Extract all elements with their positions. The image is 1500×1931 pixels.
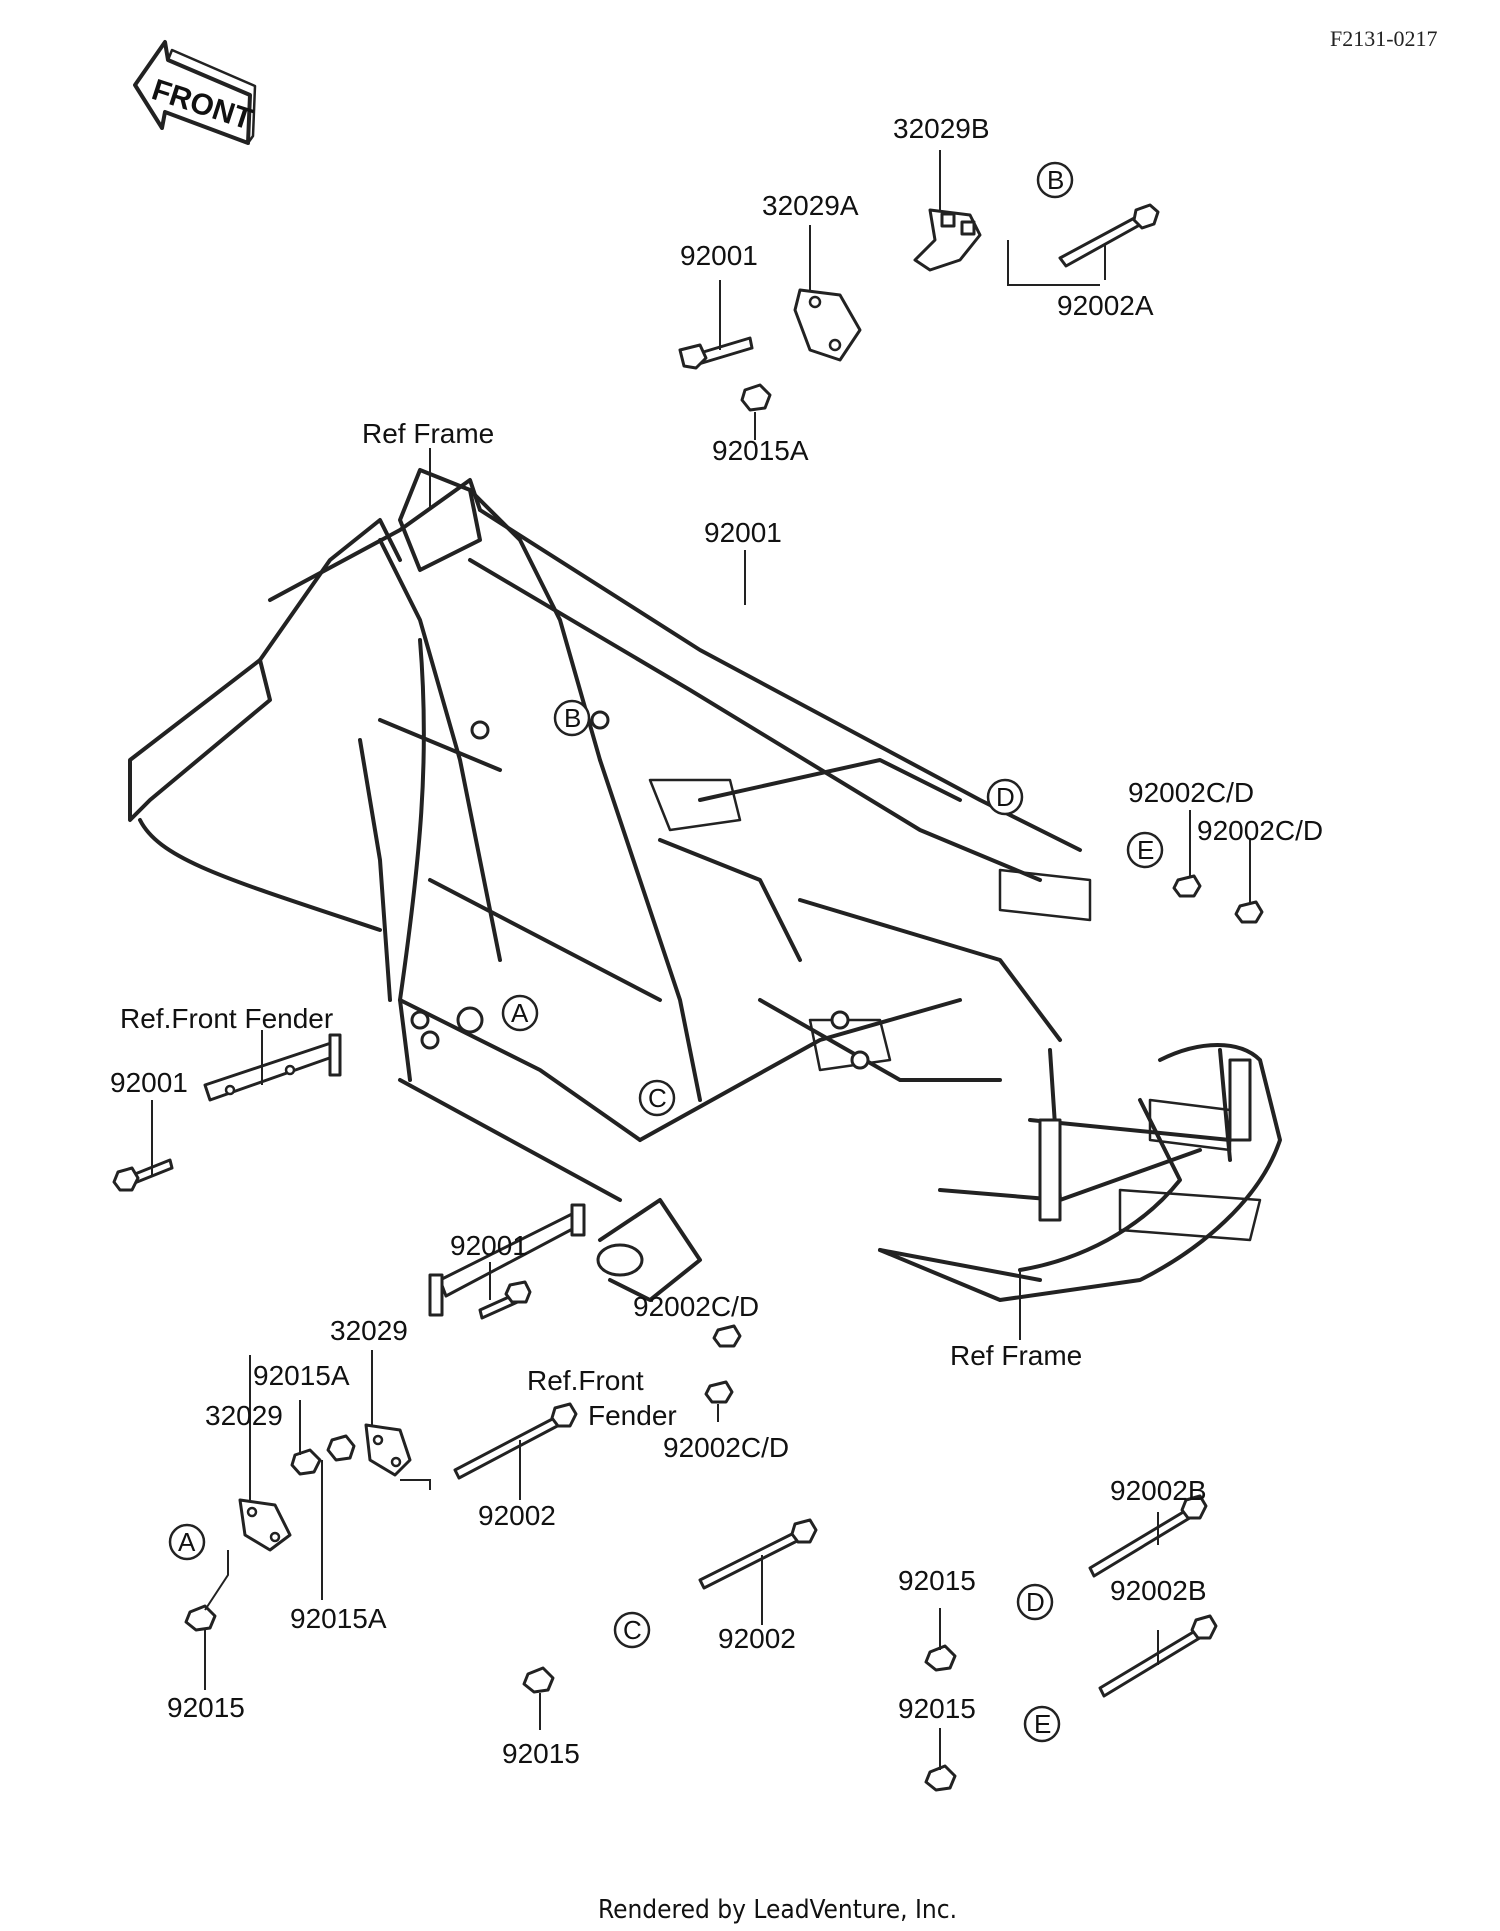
label-ref-frame-top: Ref Frame	[362, 418, 494, 449]
svg-text:E: E	[1137, 835, 1154, 865]
main-frame-drawing	[128, 468, 1092, 1302]
front-arrow-icon: FRONT	[133, 40, 256, 145]
svg-text:D: D	[1026, 1587, 1045, 1617]
label-92015a-top: 92015A	[712, 435, 809, 466]
svg-text:B: B	[1047, 165, 1064, 195]
diagram-code: F2131-0217	[1330, 26, 1438, 51]
label-92015a-b: 92015A	[290, 1603, 387, 1634]
svg-text:C: C	[623, 1615, 642, 1645]
label-92002cd-3: 92002C/D	[633, 1291, 759, 1322]
label-92001-mid: 92001	[704, 517, 782, 548]
callout-c-lower: C	[613, 1611, 651, 1649]
label-92002-b: 92002	[718, 1623, 796, 1654]
rear-subframe-drawing	[878, 1043, 1282, 1302]
callout-d-lower: D	[1016, 1583, 1054, 1621]
callout-e-frame: E	[1126, 831, 1164, 869]
svg-text:C: C	[648, 1083, 667, 1113]
svg-text:A: A	[178, 1527, 196, 1557]
callout-b-top: B	[1036, 161, 1074, 199]
svg-text:E: E	[1034, 1709, 1051, 1739]
label-92002a: 92002A	[1057, 290, 1154, 321]
callout-a-frame: A	[501, 994, 539, 1032]
label-92002b-b: 92002B	[1110, 1575, 1207, 1606]
callout-e-lower: E	[1023, 1705, 1061, 1743]
label-92015-d: 92015	[898, 1693, 976, 1724]
label-32029a: 32029A	[762, 190, 859, 221]
callout-a-lower: A	[168, 1523, 206, 1561]
label-32029-a: 32029	[330, 1315, 408, 1346]
footer-credit: Rendered by LeadVenture, Inc.	[598, 1895, 957, 1925]
svg-text:A: A	[511, 998, 529, 1028]
svg-text:D: D	[996, 782, 1015, 812]
label-92002cd-1: 92002C/D	[1128, 777, 1254, 808]
label-92002cd-2: 92002C/D	[1197, 815, 1323, 846]
label-92015-a: 92015	[167, 1692, 245, 1723]
label-ref-front-1: Ref.Front	[527, 1365, 644, 1396]
label-32029b: 32029B	[893, 113, 990, 144]
callout-b-frame: B	[553, 699, 591, 737]
label-ref-frame-bottom: Ref Frame	[950, 1340, 1082, 1371]
label-92002cd-4: 92002C/D	[663, 1432, 789, 1463]
label-ref-front-2: Fender	[588, 1400, 677, 1431]
leader-lines	[151, 150, 1251, 1770]
label-92001-top: 92001	[680, 240, 758, 271]
label-92001-left: 92001	[110, 1067, 188, 1098]
label-92002b-a: 92002B	[1110, 1475, 1207, 1506]
callout-c-frame: C	[638, 1079, 676, 1117]
label-ref-front-fender-left: Ref.Front Fender	[120, 1003, 333, 1034]
label-92001-lower: 92001	[450, 1230, 528, 1261]
label-92015-c: 92015	[502, 1738, 580, 1769]
label-32029-b: 32029	[205, 1400, 283, 1431]
label-92015a-a: 92015A	[253, 1360, 350, 1391]
label-92002-a: 92002	[478, 1500, 556, 1531]
lower-bracket-group	[112, 874, 1264, 1792]
callout-d-frame: D	[986, 778, 1024, 816]
svg-text:B: B	[564, 703, 581, 733]
label-92015-b: 92015	[898, 1565, 976, 1596]
top-bracket-group	[678, 203, 1160, 412]
